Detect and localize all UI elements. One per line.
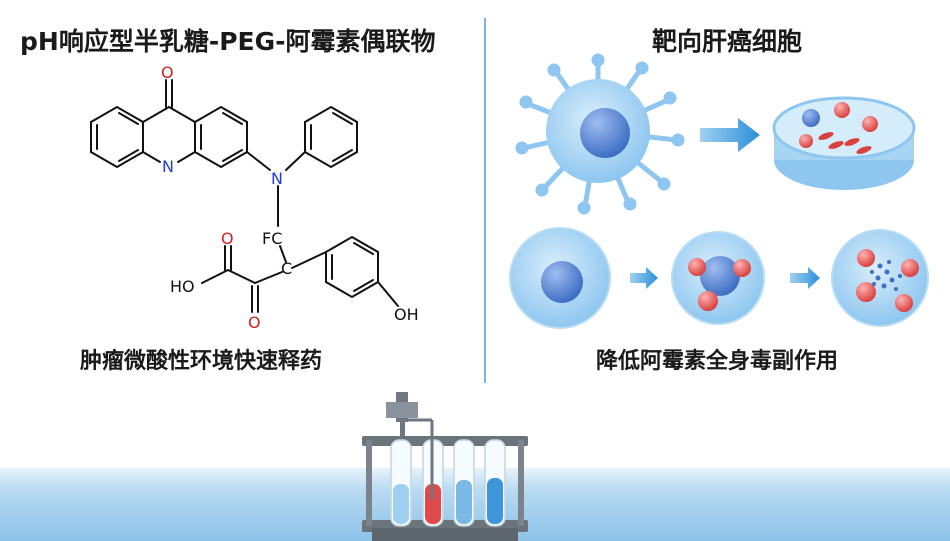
phenyl-ring [304,105,358,169]
atom-nitrogen-ring: N [162,157,174,176]
atom-oxygen-ketone: O [248,313,261,332]
atom-oxygen-acid: O [221,229,234,248]
ring-b-bond [177,151,196,163]
cell-stage-1 [509,227,611,329]
cell-stage-2 [671,231,765,325]
phenyl-double-bond [332,112,353,125]
atom-c: C [281,259,292,278]
left-panel-title: pH响应型半乳糖-PEG-阿霉素偶联物 [20,27,436,56]
panel-divider [484,18,486,383]
atom-nitrogen-amine: N [271,169,283,188]
atom-oxygen-top: O [161,63,174,82]
ring-b-bond [142,151,161,163]
atom-oh-phenol: OH [394,305,419,324]
arrow-stage-2-icon [790,267,820,289]
ring-b-bond [142,106,170,123]
chemical-structure [90,79,399,313]
c-aryl-bond [291,251,327,269]
phenyl-double-bond [332,149,353,162]
left-panel-caption: 肿瘤微酸性环境快速释药 [80,349,323,374]
hydroxyphenyl-double-bond [353,242,374,255]
arrow-stage-1-icon [630,267,658,289]
ring-a [90,105,144,169]
ring-c [194,105,248,169]
ring-c-double-bond [222,112,243,125]
hydroxyphenyl-ring [325,235,379,299]
acid-hydroxyl-bond [201,269,229,284]
fc-c-bond [279,245,287,263]
keto-acid-bond [227,269,256,284]
ring-c-double-bond [222,149,243,162]
arrow-target-icon [700,118,760,152]
amine-phenyl-bond [285,151,306,171]
petri-dish [772,96,916,190]
right-panel-caption: 降低阿霉素全身毒副作用 [596,349,839,374]
atom-fc: FC [262,229,282,248]
c-keto-bond [254,271,283,284]
cell-nucleus [580,108,630,158]
phenol-bond [377,281,399,307]
ring-a-double-bond [118,112,139,125]
lab-apparatus [362,392,528,541]
ring-b-bond [168,106,196,123]
cell-stage-3 [831,229,929,327]
hydroxyphenyl-double-bond [353,279,374,292]
amine-bond [246,151,271,171]
ring-a-double-bond [118,149,139,162]
atom-ho-acid: HO [170,277,195,296]
cancer-cell [515,53,685,215]
right-panel-title: 靶向肝癌细胞 [652,27,803,56]
